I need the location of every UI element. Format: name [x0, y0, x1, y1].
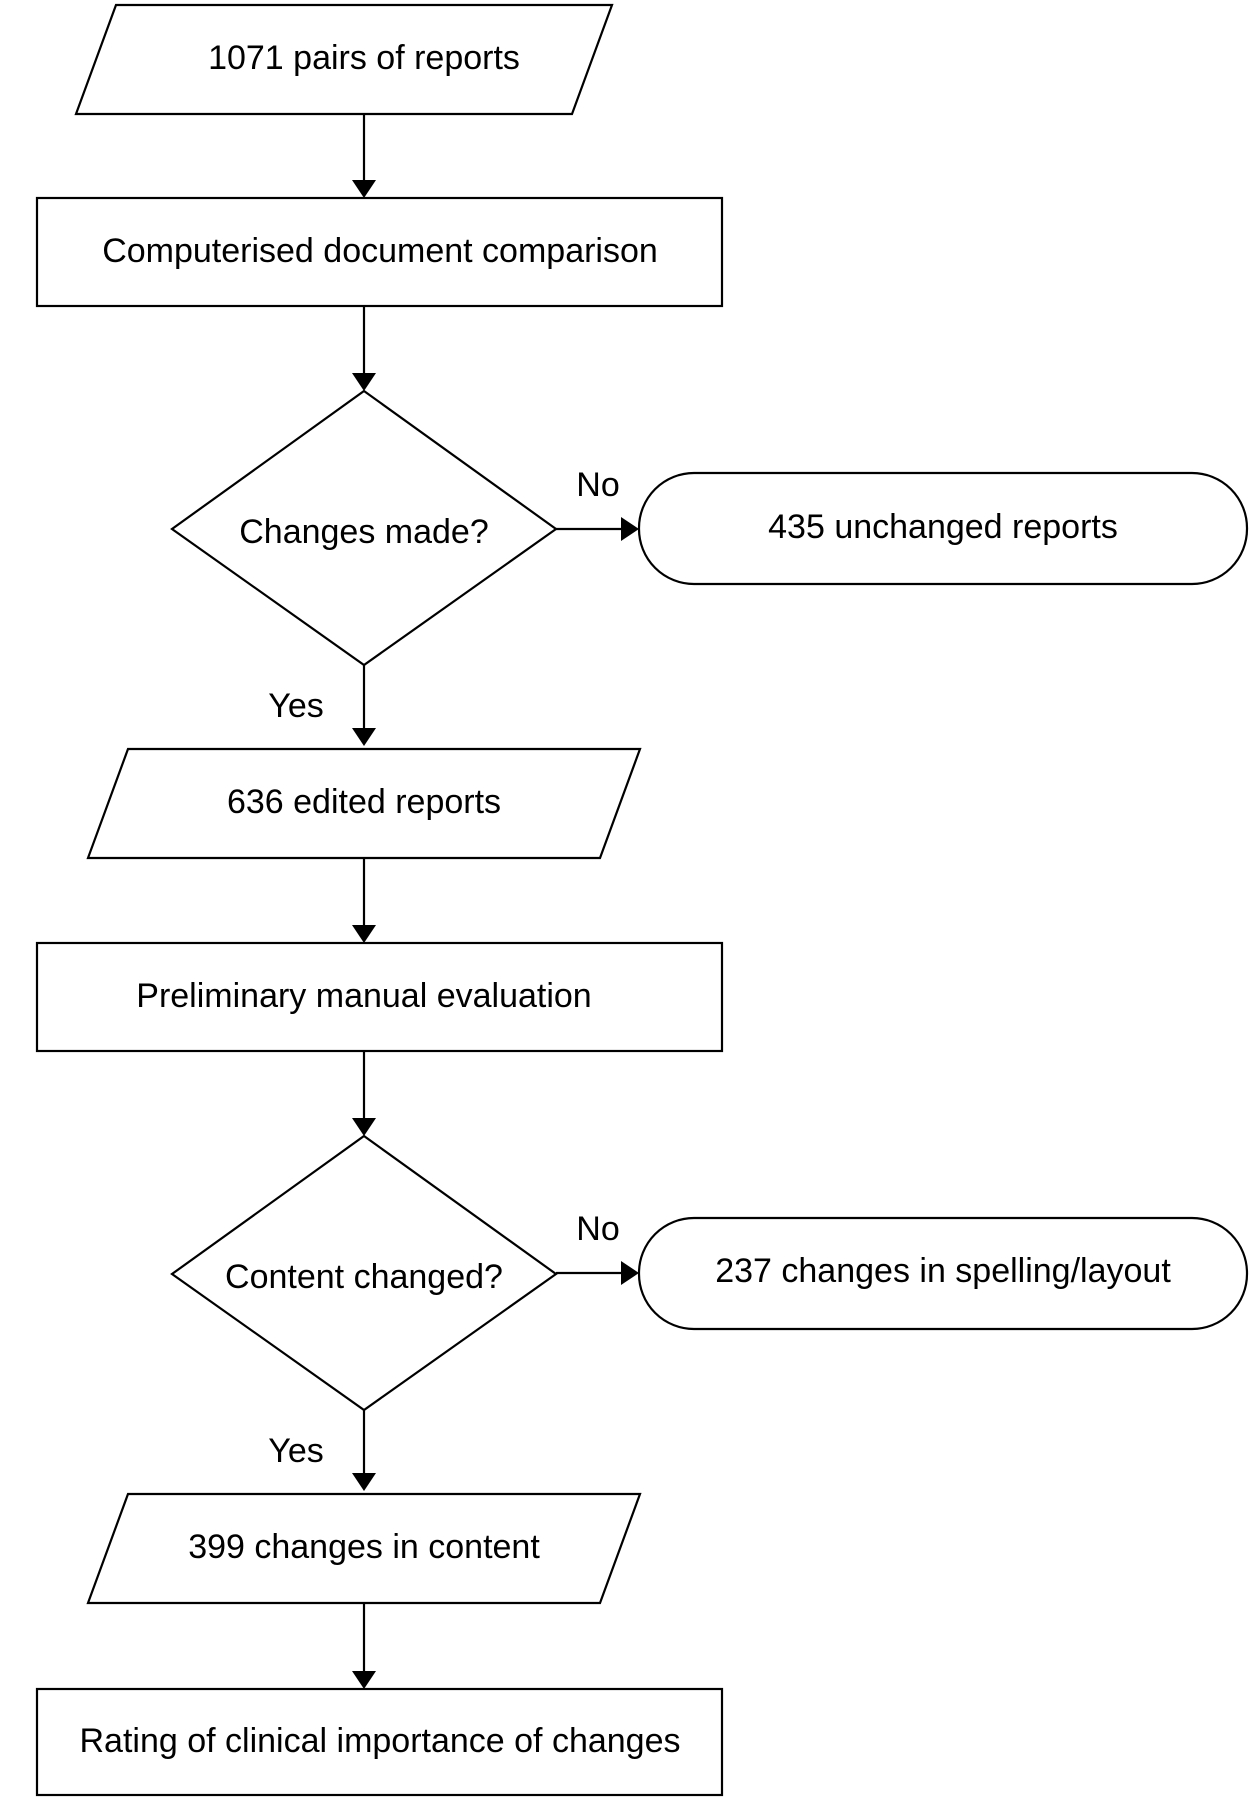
arrow-changes-made-yes: [352, 665, 376, 746]
arrow-content-changed-yes: [352, 1410, 376, 1491]
arrow-pairs-to-comparison: [352, 114, 376, 198]
arrow-content-changed-no: [556, 1261, 639, 1285]
arrow-comparison-to-decision: [352, 306, 376, 391]
node-edited-reports-label: 636 edited reports: [227, 783, 501, 821]
node-computerised-comparison: Computerised document comparison: [35, 196, 724, 308]
node-pairs-of-reports: 1071 pairs of reports: [74, 3, 614, 116]
node-content-changes-label: 399 changes in content: [188, 1528, 540, 1566]
node-manual-evaluation-label: Preliminary manual evaluation: [136, 977, 591, 1015]
node-content-changes: 399 changes in content: [86, 1492, 642, 1605]
decision-changes-made-label: Changes made?: [239, 513, 489, 551]
decision-content-changed-label: Content changed?: [225, 1258, 503, 1296]
terminal-spelling-layout: 237 changes in spelling/layout: [637, 1216, 1249, 1331]
node-pairs-of-reports-label: 1071 pairs of reports: [208, 39, 520, 77]
decision-content-changed: Content changed?: [170, 1134, 558, 1412]
node-manual-evaluation: Preliminary manual evaluation: [35, 941, 724, 1053]
terminal-unchanged-reports-label: 435 unchanged reports: [768, 508, 1118, 546]
node-rating-label: Rating of clinical importance of changes: [80, 1722, 681, 1760]
edge-label-content-changed-yes: Yes: [268, 1432, 323, 1470]
arrow-changes-made-no: [556, 517, 639, 541]
edge-label-changes-made-no: No: [576, 466, 619, 504]
node-rating: Rating of clinical importance of changes: [35, 1687, 724, 1797]
node-computerised-comparison-label: Computerised document comparison: [102, 232, 658, 270]
arrow-edited-to-evaluation: [352, 858, 376, 943]
arrow-evaluation-to-decision: [352, 1051, 376, 1136]
decision-changes-made: Changes made?: [170, 389, 558, 667]
edge-label-changes-made-yes: Yes: [268, 687, 323, 725]
arrow-content-to-rating: [352, 1603, 376, 1689]
terminal-unchanged-reports: 435 unchanged reports: [637, 471, 1249, 586]
node-edited-reports: 636 edited reports: [86, 747, 642, 860]
terminal-spelling-layout-label: 237 changes in spelling/layout: [715, 1252, 1171, 1290]
edge-label-content-changed-no: No: [576, 1210, 619, 1248]
